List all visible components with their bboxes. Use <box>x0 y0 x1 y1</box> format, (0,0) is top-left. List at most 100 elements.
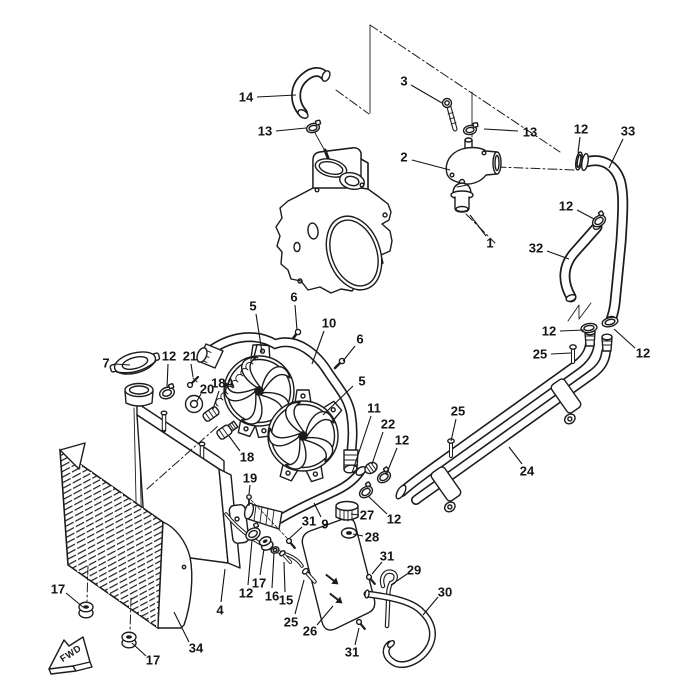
leader-line-25 <box>294 579 305 615</box>
callout-24: 24 <box>520 464 535 479</box>
callout-18: 18 <box>240 450 254 465</box>
leader-line-1 <box>469 214 487 237</box>
callout-25: 25 <box>533 347 547 362</box>
leader-line-34 <box>173 611 190 643</box>
bolt-25-b <box>447 438 455 458</box>
leader-line-26 <box>316 605 334 626</box>
callout-31: 31 <box>345 645 359 660</box>
engine-top-opening <box>314 158 348 178</box>
leader-line-12 <box>576 209 595 220</box>
callout-9: 9 <box>321 517 328 532</box>
leader-line-31 <box>354 627 360 646</box>
fwd-arrow: FWD <box>48 636 93 675</box>
pipe-bracket-lower <box>430 466 462 513</box>
grommet-17-left <box>78 601 94 619</box>
callout-31: 31 <box>380 549 394 564</box>
leader-line-10 <box>311 330 325 365</box>
leader-line-12 <box>367 495 388 515</box>
callout-17: 17 <box>252 576 266 591</box>
thermostat <box>450 178 474 213</box>
grommet-20 <box>184 394 204 414</box>
grommet-17-right <box>258 536 274 551</box>
leader-line-31 <box>371 561 383 575</box>
callout-30: 30 <box>438 585 452 600</box>
leader-line-18 <box>228 435 241 452</box>
clip-21 <box>186 375 200 389</box>
leader-line-22 <box>371 431 384 465</box>
callout-18A: 18A <box>211 376 235 391</box>
callout-31: 31 <box>302 514 316 529</box>
callout-12: 12 <box>636 346 650 361</box>
leader-line-12 <box>247 539 253 586</box>
callout-6: 6 <box>356 332 363 347</box>
leader-line-32 <box>546 250 570 260</box>
callout-11: 11 <box>367 401 381 416</box>
leader-line-4 <box>220 568 226 603</box>
engine-case <box>275 132 393 294</box>
clamp-13-right <box>462 122 479 136</box>
callout-12: 12 <box>239 586 253 601</box>
leader-line-7 <box>113 363 131 366</box>
bolt-25-c <box>301 567 317 584</box>
bolt-25-a <box>569 344 577 364</box>
leader-line-18A <box>212 390 220 410</box>
screw-19 <box>246 494 288 539</box>
sensor-18 <box>216 420 239 440</box>
leader-line-20 <box>196 393 202 402</box>
leader-line-14 <box>256 94 297 98</box>
connector-18a <box>202 406 220 422</box>
leader-line-9 <box>313 502 322 518</box>
callout-13: 13 <box>523 125 537 140</box>
leader-line-21 <box>190 363 194 378</box>
callout-1: 1 <box>486 236 493 251</box>
leader-line-3 <box>410 84 443 104</box>
radiator-stud <box>160 410 168 433</box>
engine-stud <box>314 132 330 160</box>
pipe-nipple-right <box>601 333 613 352</box>
callout-29: 29 <box>407 563 421 578</box>
leader-line-12 <box>166 363 169 389</box>
hose-14 <box>291 67 331 119</box>
grommet-17-mid <box>121 631 137 649</box>
callout-5: 5 <box>358 374 365 389</box>
leader-line-13 <box>483 128 519 132</box>
fan-blades <box>218 353 293 430</box>
callout-12: 12 <box>542 324 556 339</box>
leader-line-19 <box>248 484 251 495</box>
screen-flap <box>59 442 86 470</box>
callout-16: 16 <box>265 589 279 604</box>
leader-line-28 <box>352 533 364 537</box>
clamp-12-cap <box>159 383 175 400</box>
leader-line-2 <box>411 159 451 171</box>
leader-line-24 <box>508 446 523 465</box>
clamp-13-left <box>305 119 322 134</box>
callout-34: 34 <box>189 641 204 656</box>
callout-14: 14 <box>239 90 254 105</box>
shroud-panel <box>157 521 193 629</box>
reservoir-26 <box>285 500 376 631</box>
callout-32: 32 <box>529 241 543 256</box>
leader-line-15 <box>283 561 286 593</box>
bolt-31-c <box>355 618 366 630</box>
reservoir-cap-27 <box>335 500 359 522</box>
clamp-12-d <box>601 316 619 328</box>
hose-9 <box>243 466 367 530</box>
leader-line-5 <box>322 385 354 416</box>
callout-10: 10 <box>322 316 336 331</box>
leader-line-5 <box>255 313 263 353</box>
tank-arrow <box>325 573 339 585</box>
hose-33 <box>574 151 629 326</box>
grommet-28 <box>340 527 358 539</box>
callout-17: 17 <box>146 653 160 668</box>
hose-30 <box>363 589 436 669</box>
callout-20: 20 <box>200 382 214 397</box>
callout-21: 21 <box>183 349 197 364</box>
leader-line-11 <box>351 415 372 474</box>
clamp-12-g <box>245 522 261 541</box>
leader-line-17 <box>65 592 84 608</box>
callout-12: 12 <box>162 349 176 364</box>
radiator-cap <box>109 351 161 375</box>
leader-line-33 <box>608 138 624 169</box>
callout-19: 19 <box>243 471 257 486</box>
